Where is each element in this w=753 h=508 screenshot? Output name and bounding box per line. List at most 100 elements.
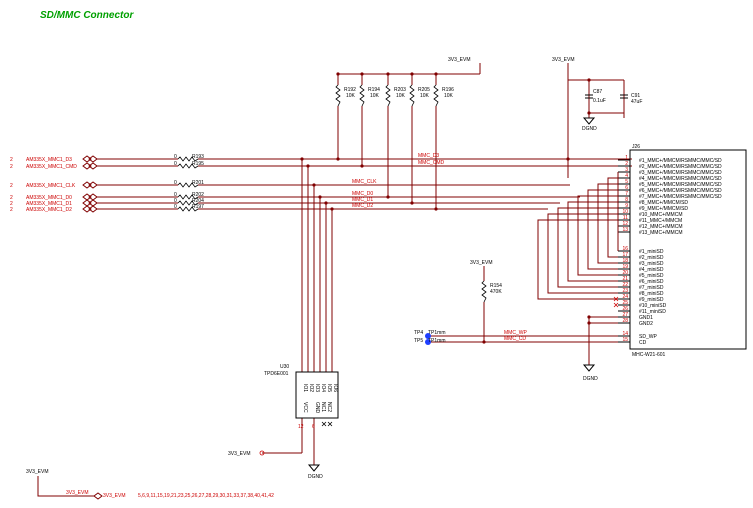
resistor-ref: R202: [192, 192, 204, 198]
pin-number: 26: [622, 306, 628, 312]
pullup-value: 10K: [370, 93, 380, 99]
pin-number: 3: [625, 167, 628, 173]
pin-name: #7_miniSD: [639, 285, 664, 291]
port-connector-icon: [88, 162, 98, 170]
pin-name: #1_miniSD: [639, 249, 664, 255]
series-resistor: [177, 156, 199, 162]
u30-pin-name: NC1: [320, 402, 326, 412]
r154-ref: R154: [490, 283, 502, 289]
port-connector-icon: [82, 205, 92, 213]
pin-number: 15: [622, 337, 628, 343]
junction-dot: [312, 183, 316, 187]
junction-dot: [410, 201, 414, 205]
test-point-label: TP4: [414, 330, 423, 336]
junction-dot: [324, 201, 328, 205]
power-label: DGND: [582, 126, 597, 132]
pin-name: #6_miniSD: [639, 279, 664, 285]
resistor-value: 0: [174, 198, 177, 204]
power-label: 3V3_EVM: [552, 57, 575, 63]
u30-pin-name: IO4: [320, 384, 326, 392]
pin-name: #11_MMC+/MMCM: [639, 218, 682, 224]
ground-j26: [582, 364, 596, 372]
port-connector-icon: [82, 199, 92, 207]
pin-name: #4_miniSD: [639, 267, 664, 273]
cap-ref: C87: [593, 89, 602, 95]
pin-name: #2_miniSD: [639, 255, 664, 261]
port-sheet-number: 2: [10, 207, 13, 213]
test-point-label: TP5: [414, 338, 423, 344]
junction-dot: [386, 72, 390, 76]
resistor-ref: R201: [192, 180, 204, 186]
test-point-value: TP1mm: [428, 330, 446, 336]
resistor-value: 0: [174, 192, 177, 198]
pin-name: #3_miniSD: [639, 261, 664, 267]
pin-name: #10_miniSD: [639, 303, 667, 309]
pin-number: 9: [625, 203, 628, 209]
pin-number: 7: [625, 191, 628, 197]
pullup-ref: R203: [394, 87, 406, 93]
series-resistor: [177, 206, 199, 212]
port-connector-icon: [82, 181, 92, 189]
series-resistor: [177, 182, 199, 188]
junction-dot: [306, 164, 310, 168]
pin-name: #10_MMC+/MMCM: [639, 212, 682, 218]
u30-pin-name: IO3: [314, 384, 320, 392]
u30-pin-number: 6: [312, 424, 315, 430]
power-label: DGND: [308, 474, 323, 480]
pin-number: 25: [622, 300, 628, 306]
pullup-resistor-r154: [481, 280, 487, 303]
net-label: MMC_D2: [352, 203, 373, 209]
pin-number: 16: [622, 246, 628, 252]
power-label: 3V3_EVM: [26, 469, 49, 475]
connector-ref: J26: [632, 144, 640, 150]
diagram-title: SD/MMC Connector: [40, 10, 134, 21]
ground-cap: [582, 117, 596, 125]
resistor-value: 0: [174, 204, 177, 210]
pin-name: #11_miniSD: [639, 309, 666, 315]
gnd-wire: [588, 316, 618, 365]
pullup-ref: R192: [344, 87, 356, 93]
power-label: 3V3_EVM: [470, 260, 493, 266]
pin-name: #9_MMC+/MMCM/SD: [639, 206, 688, 212]
pin-number: 13: [622, 227, 628, 233]
u30-pin-name: IO6: [332, 384, 338, 392]
pin-number: 23: [622, 288, 628, 294]
pin-number: 28: [622, 318, 628, 324]
connector-part: MHC-W21-601: [632, 352, 666, 358]
components: [82, 72, 747, 500]
pin-name: #9_miniSD: [639, 297, 664, 303]
j26-cross-wire: [577, 195, 618, 276]
port-sheet-number: 2: [10, 195, 13, 201]
port-label: AM335X_MMC1_D0: [26, 195, 72, 201]
pin-number: 12: [622, 221, 628, 227]
pin-name: CD: [639, 340, 647, 346]
power-connector-icon: [259, 450, 265, 456]
pin-number: 1: [625, 155, 628, 161]
pullup-resistor: [335, 84, 341, 107]
j26-cross-wire: [587, 189, 618, 270]
junction-dot: [587, 321, 591, 325]
j26-cross-wire: [557, 207, 618, 288]
pin-number: 27: [622, 312, 628, 318]
pin-name: #2_MMC+/MMCM/RSMMC/MMC/SD: [639, 164, 722, 170]
wires: [37, 63, 632, 497]
cap-ref: C91: [631, 93, 640, 99]
no-connect-mark: [613, 296, 619, 302]
no-connect-mark: [321, 421, 333, 427]
junction-dot: [434, 72, 438, 76]
resistor-value: 0: [174, 154, 177, 160]
net-label: MMC_D1: [352, 197, 373, 203]
pullup-ref: R196: [442, 87, 454, 93]
resistor-ref: R197: [192, 204, 204, 210]
u30-pin-name: VCC: [302, 402, 308, 413]
connector-j26-body: [629, 149, 747, 350]
r154-value: 470K: [490, 289, 502, 295]
net-label: MMC_WP: [504, 330, 527, 336]
port-sheet-number: 2: [10, 201, 13, 207]
pullup-resistor: [385, 84, 391, 107]
series-resistor: [177, 200, 199, 206]
j26-cross-wire: [547, 213, 618, 294]
resistor-value: 0: [174, 180, 177, 186]
